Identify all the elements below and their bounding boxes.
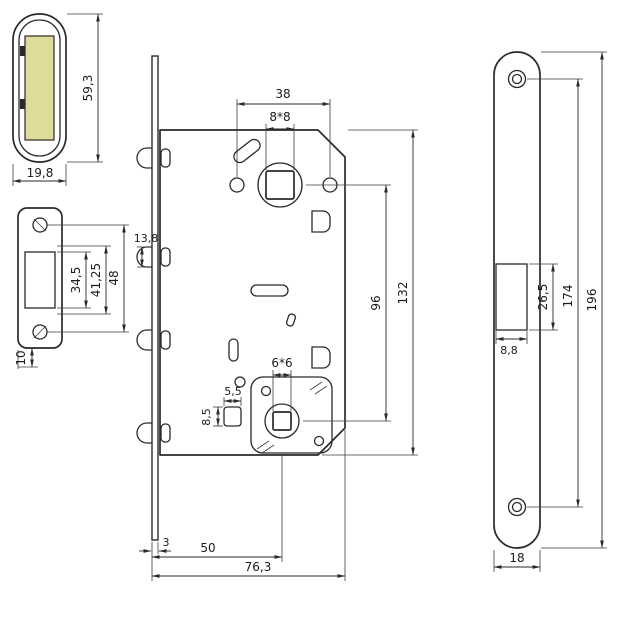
small-tab xyxy=(285,313,297,327)
dim-face-plate-cutout-height: 26,5 xyxy=(529,263,558,331)
dim-tab-height: 13,8 xyxy=(134,232,159,268)
face-plate-screw-hole-bottom xyxy=(507,497,527,517)
plate-screw-hole xyxy=(260,385,272,397)
dim-hole-spacing: 38 xyxy=(236,87,331,177)
dim-label-face-plate-width: 18 xyxy=(509,551,524,565)
dim-face-plate-length: 196 xyxy=(541,51,607,549)
vertical-slot xyxy=(228,338,239,362)
dim-label-strike-plate-screws: 48 xyxy=(107,270,121,285)
dim-strike-plate-screws: 48 xyxy=(47,224,129,333)
dim-strike-plate-cutout: 34,5 xyxy=(57,251,91,309)
dim-case-depth: 76,3 xyxy=(151,430,346,581)
small-hole xyxy=(234,376,246,388)
dim-label-strike-plate-end: 10 xyxy=(14,350,28,365)
faceplate-latch-bumps xyxy=(136,147,154,444)
dim-label-strike-plate-cutout: 34,5 xyxy=(69,267,83,294)
dim-label-center-distance: 96 xyxy=(369,295,383,310)
lock-case-body xyxy=(159,129,346,456)
curved-slot xyxy=(233,138,261,164)
strike-box-top-view: 59,3 19,8 xyxy=(12,13,103,186)
strike-plate-body xyxy=(17,207,63,349)
dim-label-face-plate-cutout-height: 26,5 xyxy=(536,284,550,311)
dim-label-pocket-height: 8,5 xyxy=(200,408,213,426)
dim-face-plate-screws: 174 xyxy=(527,78,583,508)
spindle-boss-circle xyxy=(257,162,303,208)
dim-cylinder-square: 6*6 xyxy=(271,356,293,411)
plate-screw-hole xyxy=(313,435,325,447)
strike-box-insert xyxy=(24,35,55,141)
face-plate-screw-hole-top-inner xyxy=(511,73,523,85)
dim-spindle-square: 8*8 xyxy=(265,110,295,170)
d-hole-upper xyxy=(311,210,331,233)
dim-strike-plate-end: 10 xyxy=(14,347,38,369)
face-plate-front-view: 8,8 26,5 174 196 18 xyxy=(493,51,607,572)
strike-plate-front-view: 34,5 41,25 48 10 xyxy=(14,207,129,369)
dim-label-hole-spacing: 38 xyxy=(275,87,290,101)
dim-label-case-depth: 76,3 xyxy=(245,560,272,574)
latch-pocket xyxy=(223,406,242,427)
dim-pocket-height: 8,5 xyxy=(200,406,223,427)
spindle-square-hole xyxy=(265,170,295,200)
dim-label-cylinder-square: 6*6 xyxy=(271,356,292,370)
screw-slot xyxy=(33,218,47,232)
dim-face-plate-width: 18 xyxy=(493,550,541,572)
face-plate-cutout xyxy=(495,263,528,331)
cylinder-square-hole xyxy=(272,411,292,431)
strike-box-inner xyxy=(18,19,61,157)
strike-box-notch xyxy=(20,99,25,109)
strike-plate-cutout xyxy=(24,251,56,309)
dim-face-plate-cutout-width: 8,8 xyxy=(495,331,528,357)
case-rivets xyxy=(160,148,171,443)
face-plate-screw-hole-top xyxy=(507,69,527,89)
dim-pocket-width: 5,5 xyxy=(223,385,242,406)
dim-label-backset: 50 xyxy=(200,541,215,555)
dim-label-pocket-width: 5,5 xyxy=(224,385,242,398)
dim-case-height: 132 xyxy=(322,129,418,456)
dim-label-face-plate-length: 196 xyxy=(585,289,599,312)
dim-strike-box-length: 59,3 xyxy=(67,13,103,163)
mounting-hole-left xyxy=(229,177,245,193)
dim-strike-plate-mid: 41,25 xyxy=(57,245,111,315)
dim-backset: 50 xyxy=(151,455,283,562)
center-slot xyxy=(250,284,289,297)
dim-label-face-plate-cutout-width: 8,8 xyxy=(500,344,518,357)
lock-case-side-view: 38 8*8 96 132 6*6 xyxy=(134,55,418,581)
dim-label-strike-box-width: 19,8 xyxy=(27,166,54,180)
cylinder-plate xyxy=(250,376,333,454)
strike-box-notch xyxy=(20,46,25,56)
cylinder-circle xyxy=(264,403,300,439)
dim-center-distance: 96 xyxy=(303,184,391,422)
dim-label-strike-plate-mid: 41,25 xyxy=(89,263,103,297)
face-plate-screw-hole-bottom-inner xyxy=(511,501,523,513)
dim-strike-box-width: 19,8 xyxy=(12,164,67,186)
dim-label-face-plate-screws: 174 xyxy=(561,285,575,308)
dim-label-strike-box-length: 59,3 xyxy=(81,75,95,102)
dim-label-spindle-square: 8*8 xyxy=(269,110,290,124)
faceplate-edge xyxy=(151,55,159,541)
screw-slot xyxy=(33,325,47,339)
dim-label-tab-height: 13,8 xyxy=(134,232,159,245)
d-hole-lower xyxy=(311,346,331,369)
dim-label-faceplate-thickness: 3 xyxy=(163,536,170,549)
face-plate-body xyxy=(493,51,541,549)
dim-faceplate-thickness: 3 xyxy=(139,536,171,581)
dim-label-case-height: 132 xyxy=(396,282,410,305)
